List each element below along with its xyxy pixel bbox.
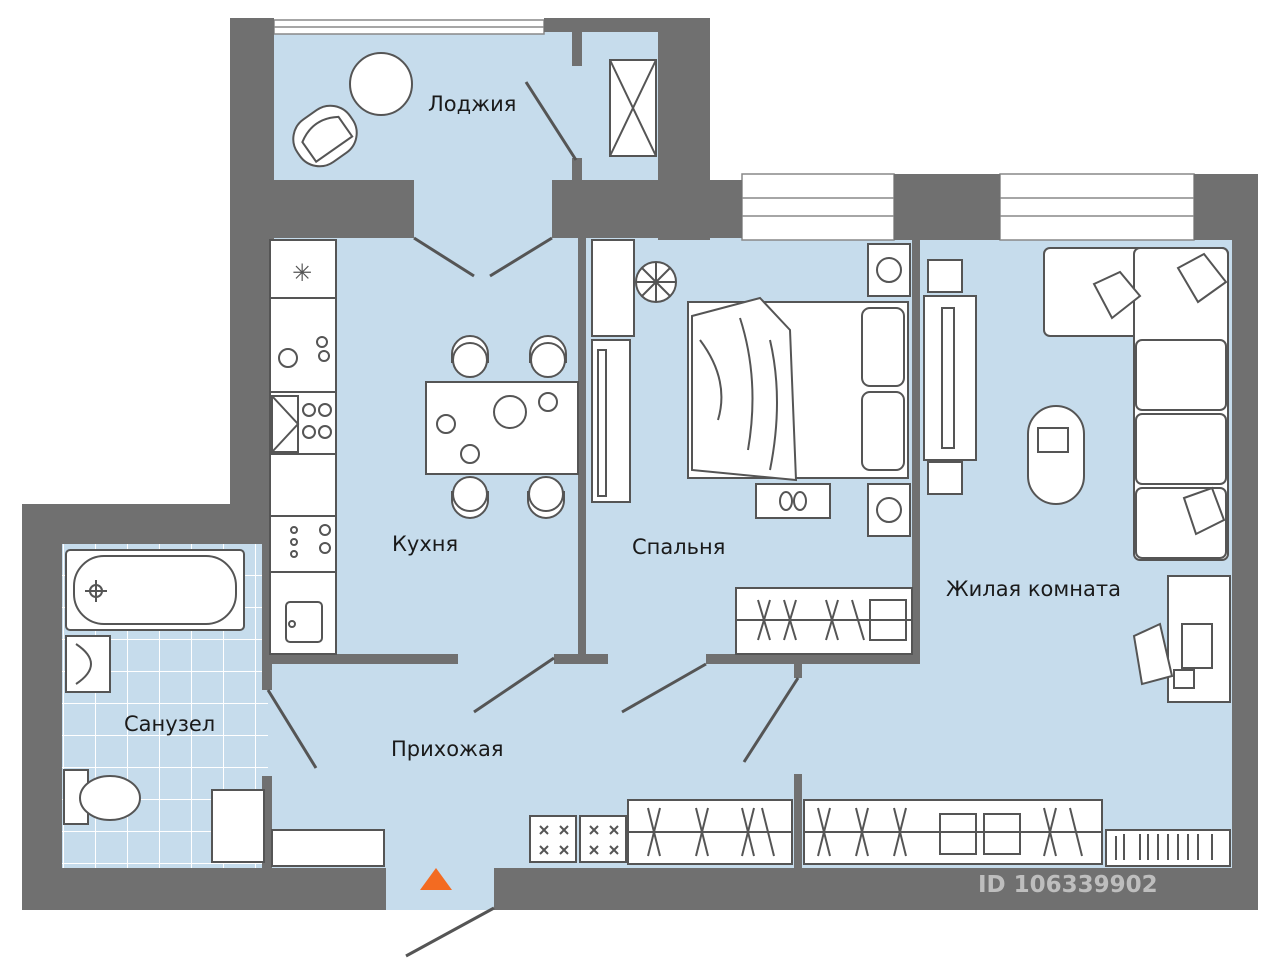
room-label-bathroom: Санузел bbox=[124, 712, 215, 736]
living-furniture bbox=[923, 247, 1231, 867]
dining-table bbox=[425, 381, 579, 475]
plant bbox=[635, 261, 677, 303]
loggia-furniture bbox=[292, 52, 657, 168]
bedroom-furniture bbox=[591, 239, 913, 655]
loggia-door-floor bbox=[412, 180, 554, 242]
room-label-bedroom: Спальня bbox=[632, 535, 725, 559]
room-labels: Лоджия Кухня Спальня Жилая комната Сануз… bbox=[124, 92, 1121, 761]
room-label-kitchen: Кухня bbox=[392, 532, 458, 556]
washing-machine bbox=[211, 789, 265, 863]
bathroom-furniture bbox=[63, 549, 265, 863]
room-label-loggia: Лоджия bbox=[428, 92, 516, 116]
watermark: ID 106339902 bbox=[978, 872, 1158, 898]
chairs bbox=[451, 335, 567, 519]
armchair bbox=[292, 104, 358, 168]
living-window bbox=[999, 173, 1195, 241]
bedroom-window bbox=[741, 173, 895, 241]
entrance-arrow-icon bbox=[420, 868, 452, 890]
walls bbox=[22, 18, 1258, 910]
desk bbox=[1167, 575, 1231, 703]
kitchen-furniture: ✳ bbox=[269, 239, 579, 655]
blanket bbox=[691, 296, 798, 482]
hallway-furniture bbox=[271, 799, 1103, 867]
sink bbox=[65, 635, 111, 693]
coffee-table bbox=[1027, 405, 1085, 505]
room-label-living-room: Жилая комната bbox=[946, 577, 1121, 601]
round-table bbox=[349, 52, 413, 116]
doors bbox=[266, 81, 800, 958]
room-label-hallway: Прихожая bbox=[391, 737, 503, 761]
storage-box bbox=[609, 59, 657, 157]
snowflake-icon: ✳ bbox=[292, 259, 312, 287]
bathtub bbox=[65, 549, 245, 631]
